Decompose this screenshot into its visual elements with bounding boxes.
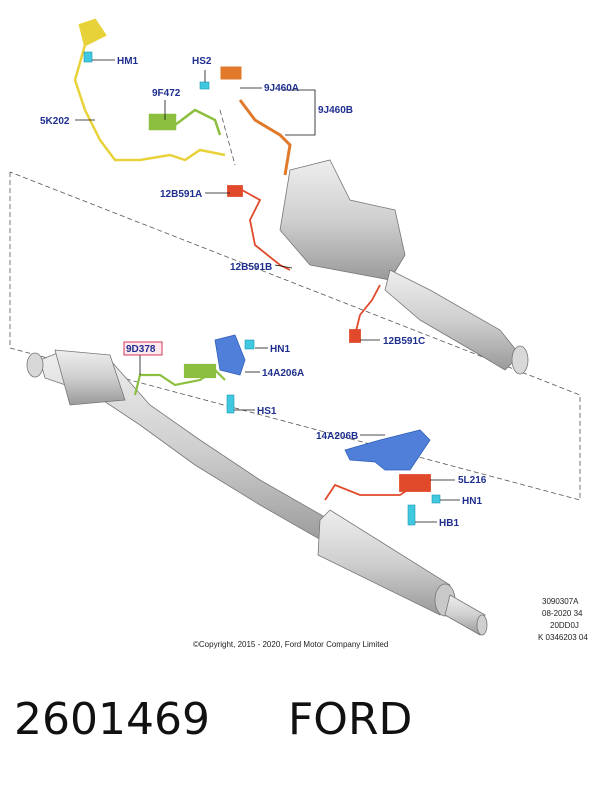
green-sensor-lower [133, 363, 226, 396]
callout-12b591a[interactable]: 12B591A [160, 189, 202, 200]
leader-lines [75, 59, 460, 523]
footer: 2601469 FORD [0, 680, 600, 760]
callout-hs1[interactable]: HS1 [257, 406, 277, 417]
callout-hn1-upper[interactable]: HN1 [270, 344, 290, 355]
blue-brackets [214, 334, 431, 471]
orange-pipe [220, 66, 292, 176]
callout-hb1[interactable]: HB1 [439, 518, 459, 529]
callout-5l216[interactable]: 5L216 [458, 475, 487, 486]
callout-9j460b[interactable]: 9J460B [318, 105, 353, 116]
callout-12b591c[interactable]: 12B591C [383, 336, 425, 347]
callout-12b591b[interactable]: 12B591B [230, 262, 272, 273]
exhaust-system-diagram: HM1 HS2 9J460A 9J460B 9F472 5K202 12B591… [9, 18, 588, 649]
callout-hs2[interactable]: HS2 [192, 56, 212, 67]
catalytic-converter-assembly [279, 159, 529, 375]
callout-9d378[interactable]: 9D378 [126, 344, 156, 355]
drawing-code-line2: 08-2020 34 [542, 609, 583, 618]
copyright-notice: ©Copyright, 2015 - 2020, Ford Motor Comp… [193, 640, 388, 649]
callout-hm1[interactable]: HM1 [117, 56, 139, 67]
callout-14a206b[interactable]: 14A206B [316, 431, 358, 442]
cyan-fasteners [83, 51, 441, 526]
drawing-code-line4: K 0346203 04 [538, 633, 588, 642]
drawing-code-line1: 3090307A [542, 597, 579, 606]
dashed-frame [9, 109, 581, 501]
callout-hn1-lower[interactable]: HN1 [462, 496, 482, 507]
callout-9f472[interactable]: 9F472 [152, 88, 181, 99]
drawing-code-line3: 20DD0J [550, 621, 579, 630]
callout-14a206a[interactable]: 14A206A [262, 368, 304, 379]
highlight-box-9d378 [123, 341, 163, 356]
green-sensor-upper [148, 108, 222, 136]
callout-5k202[interactable]: 5K202 [40, 116, 70, 127]
part-number: 2601469 [14, 694, 210, 745]
rear-exhaust-assembly [26, 349, 488, 636]
brand-name: FORD [288, 694, 413, 745]
yellow-harness [73, 18, 226, 162]
callout-9j460a[interactable]: 9J460A [264, 83, 299, 94]
